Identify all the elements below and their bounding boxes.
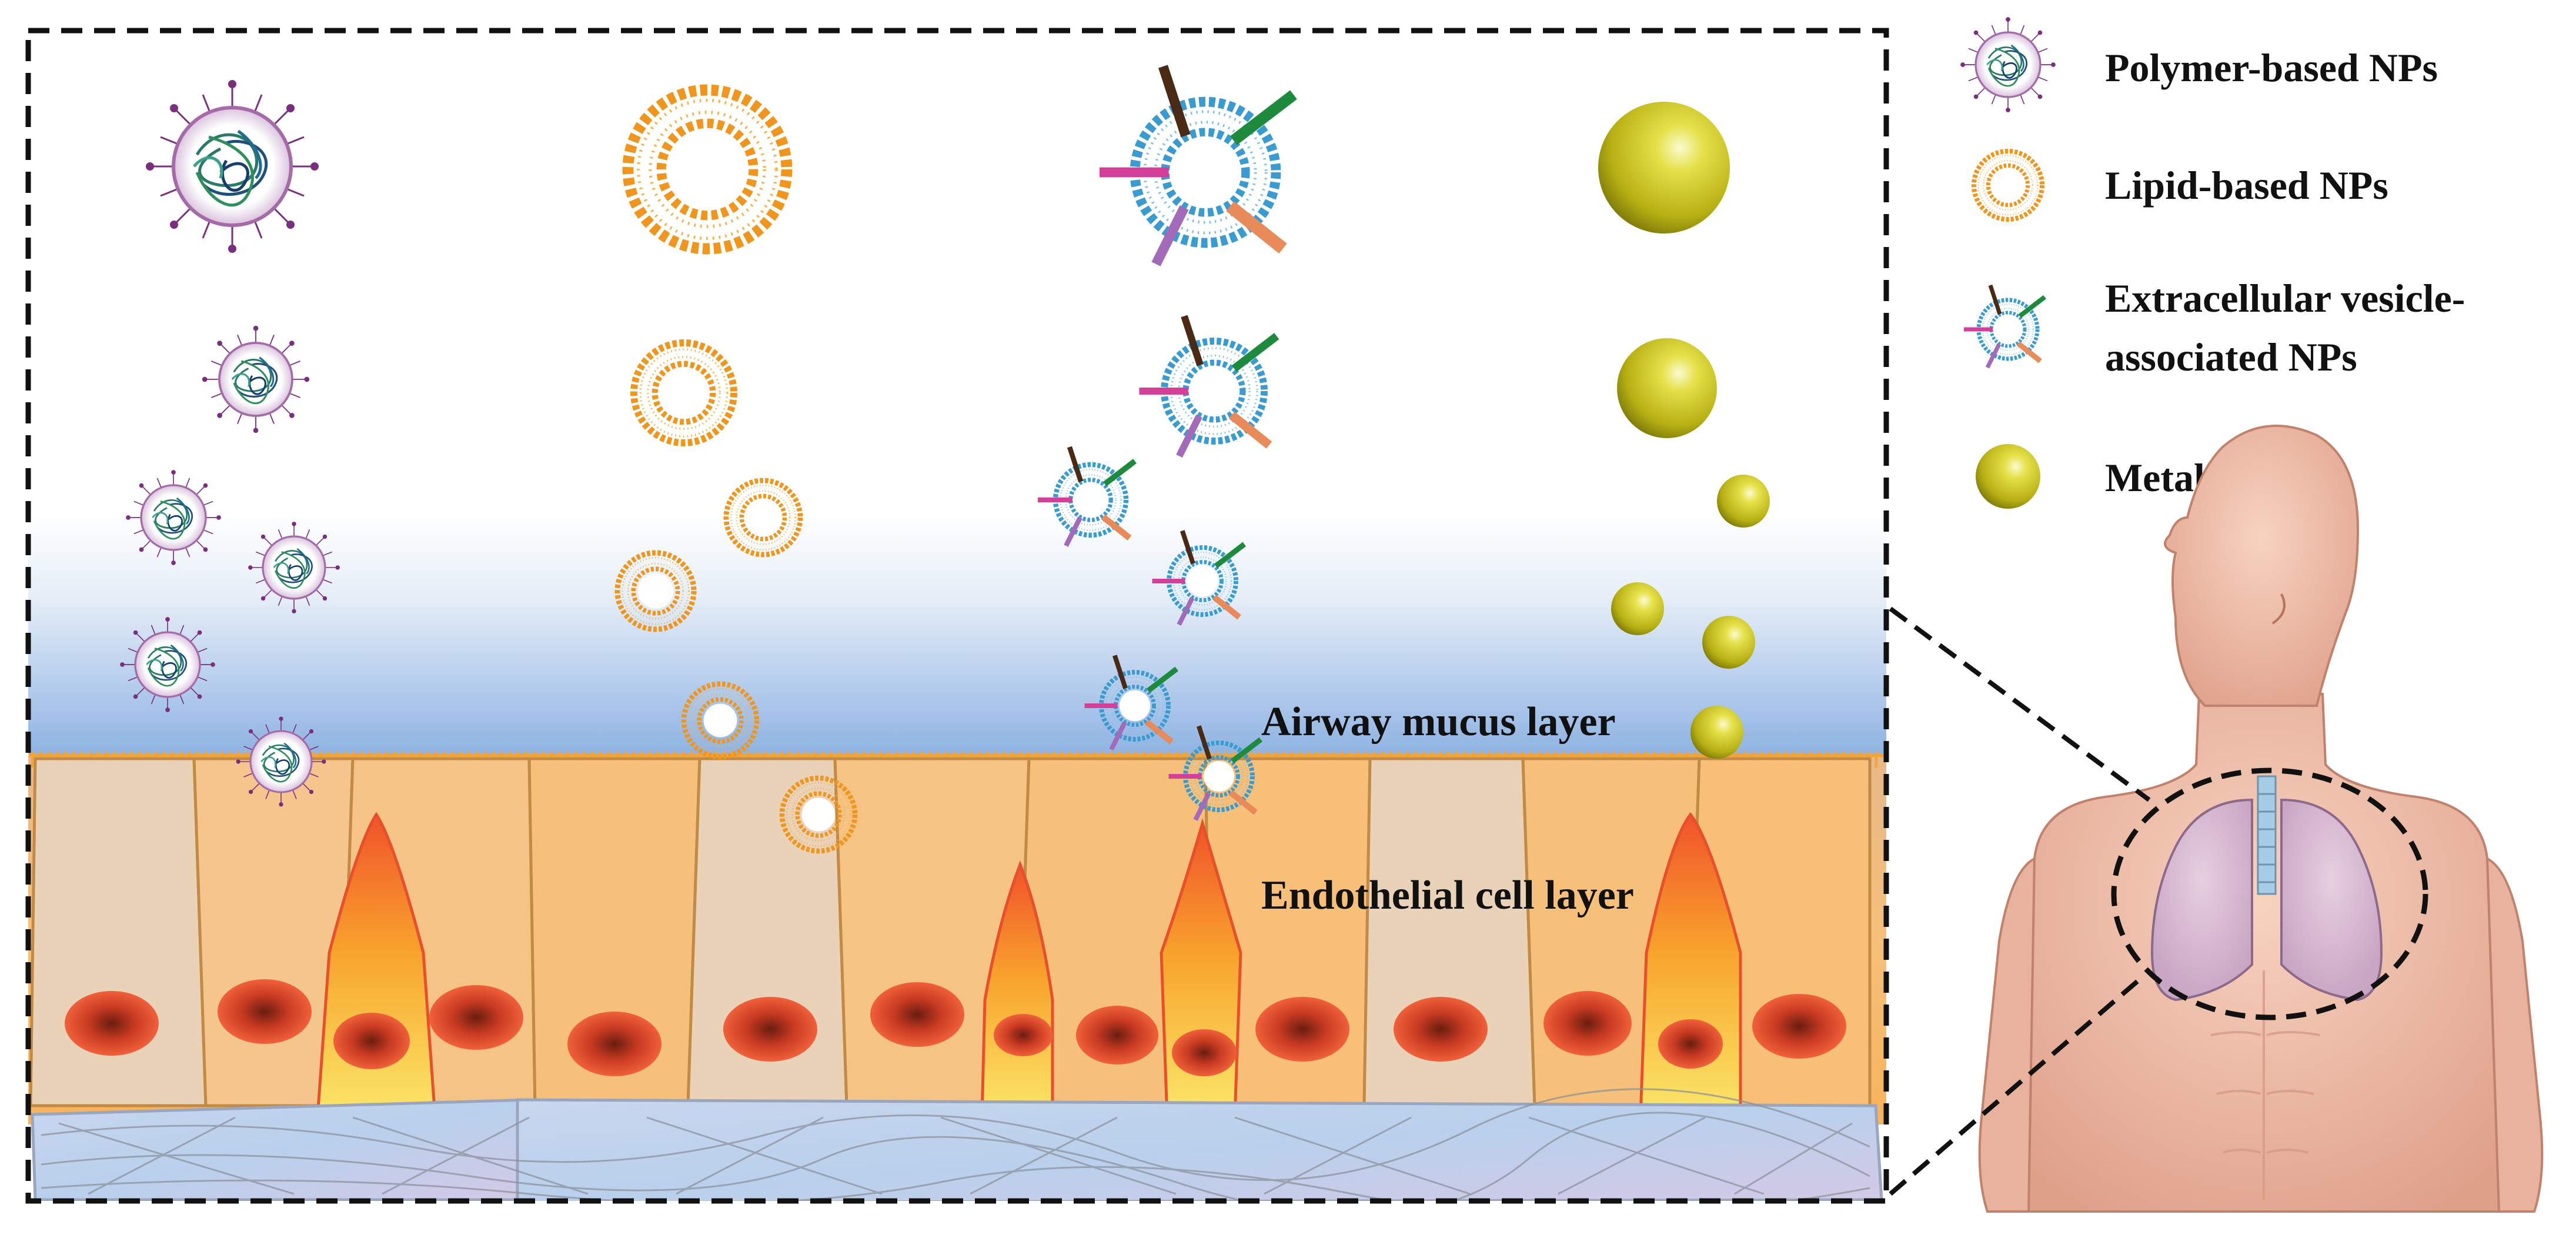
cell-nuclei [65, 979, 1846, 1076]
basement-membrane [31, 1088, 1883, 1201]
mucus-layer-label: Airway mucus layer [1261, 699, 1616, 745]
polymer-nanoparticle-icon [1959, 16, 2057, 114]
legend-label-vesicle-line1: Extracellular vesicle- [2105, 276, 2465, 321]
zoom-connector-lines [1889, 606, 2151, 1196]
legend: Polymer-based NPs Lipid-based NPs Extrac… [1959, 16, 2465, 509]
legend-label-polymer: Polymer-based NPs [2105, 45, 2438, 90]
extracellular-vesicle-icon [1964, 285, 2045, 368]
human-torso-illustration [1978, 425, 2544, 1213]
lungs-icon [2150, 775, 2383, 1002]
metal-nanoparticle-icon [1976, 444, 2040, 509]
legend-label-lipid: Lipid-based NPs [2105, 163, 2388, 208]
lipid-nanoparticle-icon [1974, 151, 2042, 219]
airway-panel: Airway mucus layer Endothelial cell laye… [28, 31, 1886, 1201]
lung-highlight-ellipse [2111, 768, 2428, 1020]
legend-label-vesicle-line2: associated NPs [2105, 335, 2357, 379]
panel-frame [25, 28, 1889, 1204]
cell-layer-label: Endothelial cell layer [1261, 873, 1634, 918]
